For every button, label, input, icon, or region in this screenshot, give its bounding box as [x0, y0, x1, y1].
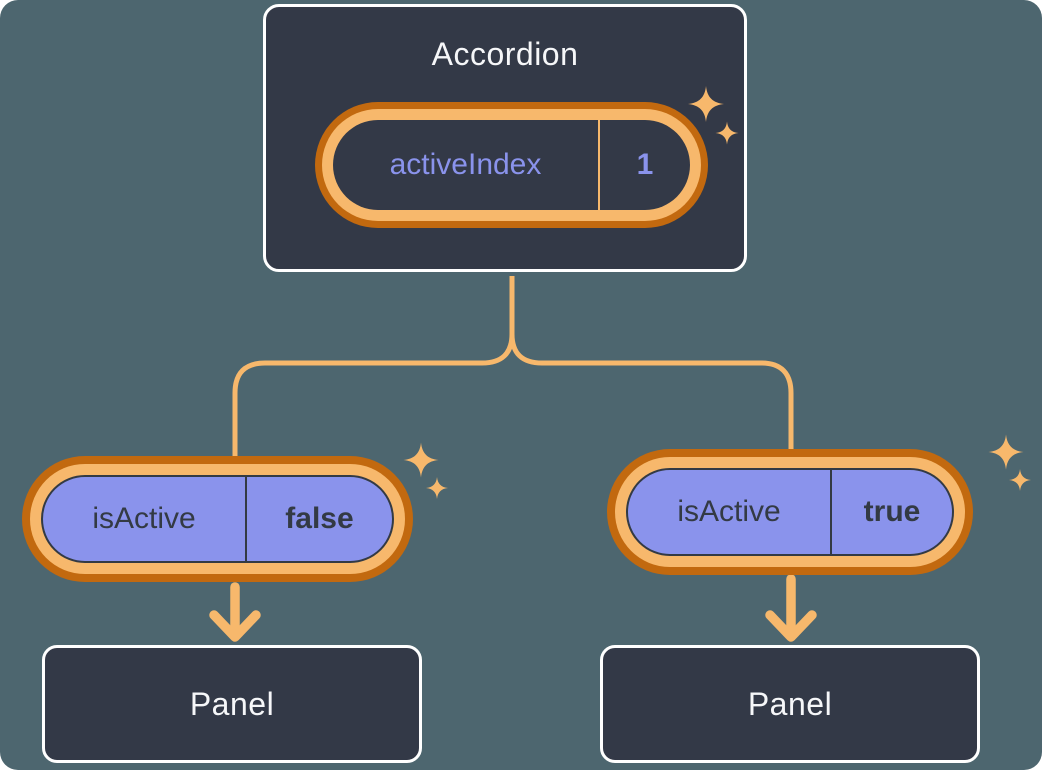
- panel-box-right: Panel: [600, 645, 980, 763]
- prop-name-label: isActive: [92, 502, 196, 535]
- arrow-down-right-icon: [765, 574, 817, 642]
- prop-value: true: [863, 495, 921, 528]
- pill-divider: [245, 477, 247, 561]
- connector-root-to-left-child: [232, 276, 515, 560]
- prop-name-label: isActive: [677, 495, 781, 528]
- state-name-label: activeIndex: [389, 148, 542, 181]
- pill-divider: [830, 470, 832, 554]
- accordion-title: Accordion: [431, 36, 579, 72]
- prop-pill-is-active-right: isActive true: [626, 468, 954, 556]
- state-pill-active-index: activeIndex 1: [333, 120, 690, 210]
- panel-box-left: Panel: [42, 645, 422, 763]
- connector-root-to-right-child: [509, 276, 794, 550]
- state-value: 1: [636, 148, 654, 181]
- prop-pill-is-active-left: isActive false: [41, 475, 394, 563]
- pill-divider: [598, 120, 600, 210]
- arrow-down-left-icon: [209, 582, 261, 642]
- prop-value: false: [285, 502, 354, 535]
